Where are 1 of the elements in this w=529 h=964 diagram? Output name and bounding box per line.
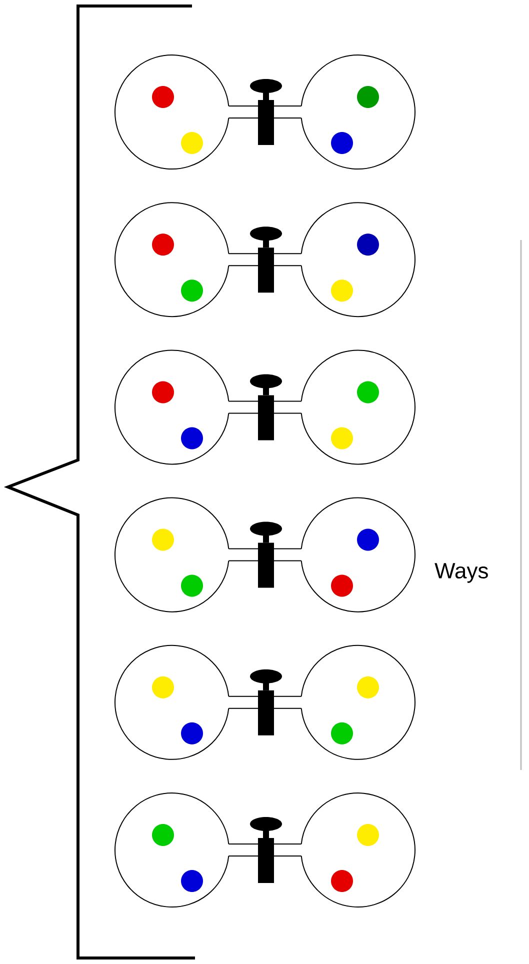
side-label: Ways (434, 563, 488, 583)
